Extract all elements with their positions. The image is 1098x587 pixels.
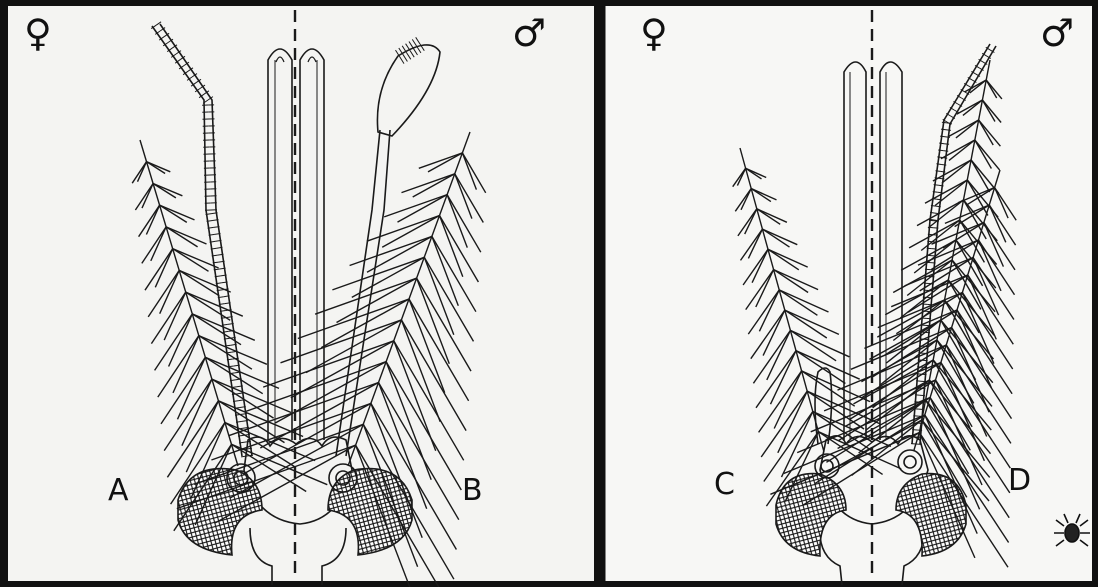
palp-d-hair (936, 164, 941, 165)
palp-d-hair (941, 129, 946, 130)
female-symbol-icon: ♀ (640, 14, 668, 52)
palp-d-hair (938, 150, 943, 151)
panel-left (8, 6, 594, 581)
palp-d-hair (946, 130, 951, 131)
palp-d-hair (944, 144, 949, 145)
palp-d-hair (936, 206, 941, 207)
label-d: D (1008, 466, 1031, 496)
palp-d-hair (936, 171, 941, 172)
palp-d-hair (937, 157, 942, 158)
palp-d-hair (931, 206, 936, 207)
label-b: B (462, 476, 483, 506)
palp-d-hair (943, 151, 948, 152)
palp-d-hair (939, 185, 944, 186)
palp-d-hair (940, 178, 945, 179)
label-a: A (108, 476, 129, 506)
female-symbol-icon: ♀ (24, 14, 52, 52)
palp-d-hair (941, 165, 946, 166)
palp-d-hair (942, 122, 947, 123)
palp-d-hair (940, 136, 945, 137)
palp-d-hair (939, 143, 944, 144)
male-symbol-icon: ♂ (1040, 14, 1074, 52)
palp-d-hair (934, 185, 939, 186)
label-c: C (714, 470, 735, 500)
palp-d-hair (929, 219, 934, 220)
palp-d-hair (940, 171, 945, 172)
palp-d-hair (930, 212, 935, 213)
palp-d-hair (933, 192, 938, 193)
male-symbol-icon: ♂ (512, 14, 546, 52)
palp-d-hair (938, 192, 943, 193)
palp-d-hair (937, 199, 942, 200)
